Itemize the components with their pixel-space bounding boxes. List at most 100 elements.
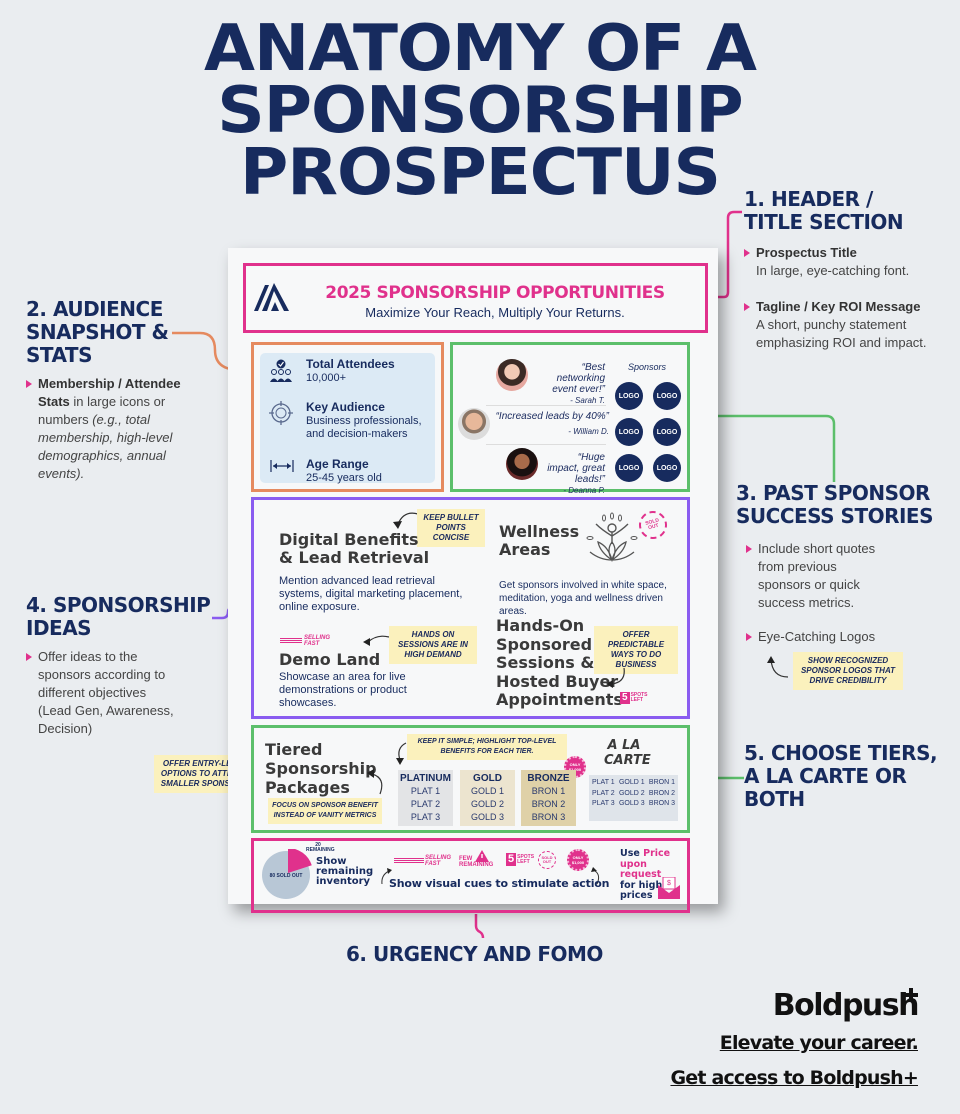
- range-arrow-icon: [270, 460, 294, 472]
- curved-arrow-icon: [363, 635, 390, 646]
- price-use: Use: [620, 848, 644, 859]
- alacarte-cell: GOLD 1: [618, 779, 645, 786]
- section-5-heading: 5. CHOOSE TIERS, A LA CARTE OR BOTH: [744, 741, 938, 811]
- section-2-heading-line1: 2. AUDIENCE: [26, 297, 163, 321]
- testimonial-quote: “Increased leads by 40%”: [495, 411, 609, 422]
- tier-item: BRON 2: [531, 799, 566, 809]
- tier-item: PLAT 2: [410, 799, 441, 809]
- idea-digital-title: Digital Benefits & Lead Retrieval: [279, 531, 429, 567]
- spots-left-badge: 5 SPOTS LEFT: [620, 692, 648, 704]
- price-badge: ONLY $1,000: [567, 849, 589, 871]
- section-4-bullet: Offer ideas to the sponsors according to…: [26, 648, 174, 738]
- bullet-text: emphasizing ROI and impact.: [756, 335, 927, 350]
- sponsor-logo: LOGO: [653, 382, 681, 410]
- stat-label: Key Audience: [306, 400, 385, 414]
- section-6-heading: 6. URGENCY AND FOMO: [346, 942, 603, 966]
- target-audience-icon: [269, 401, 293, 425]
- testimonial-avatar: [496, 359, 528, 391]
- bullet-text: A short, punchy statement: [756, 317, 907, 332]
- spots-number: 5: [506, 853, 517, 866]
- section-4-heading-line2: IDEAS: [26, 616, 92, 640]
- connector-urgency: [474, 914, 485, 939]
- plus-logo-icon: [904, 988, 918, 1002]
- alacarte-title-line: CARTE: [604, 753, 651, 768]
- pie-slice-remaining: [288, 849, 312, 873]
- boldpush-plus-link[interactable]: Get access to Boldpush+: [670, 1067, 918, 1089]
- idea-title-line: & Lead Retrieval: [279, 548, 430, 567]
- section-5-heading-line1: 5. CHOOSE TIERS,: [744, 741, 938, 765]
- inventory-text: Show remaining inventory: [316, 857, 373, 887]
- prospectus-title: 2025 SPONSORSHIP OPPORTUNITIES: [325, 283, 665, 303]
- attendees-icon: [270, 359, 292, 382]
- selling-fast-label: SELLING FAST: [304, 635, 331, 647]
- curved-arrow-icon: [381, 868, 392, 885]
- section-4-annotation: 4. SPONSORSHIP IDEAS Offer ideas to the …: [26, 594, 216, 738]
- divider: [486, 405, 606, 406]
- spots-left-badge: 5 SPOTS LEFT: [506, 853, 535, 866]
- stat-value: 10,000+: [306, 372, 347, 384]
- alacarte-title-line: A LA: [607, 738, 641, 753]
- tier-name: PLATINUM: [400, 773, 451, 784]
- section-1-bullet-1: Prospectus Title In large, eye-catching …: [744, 244, 927, 280]
- urgency-box: 80 SOLD OUT 20 REMAINING Show remaining …: [251, 838, 690, 913]
- section-3-bullet-2: Eye-Catching Logos: [746, 628, 936, 646]
- price-line: prices: [620, 890, 653, 901]
- bullet-bold: Stats: [38, 394, 70, 409]
- price-word: Price: [643, 848, 671, 859]
- elevate-career-link[interactable]: Elevate your career.: [719, 1032, 919, 1054]
- testimonial: “Best networking event ever!” - Sarah T.: [533, 362, 605, 406]
- idea-wellness-text: Get sponsors involved in white space, me…: [499, 580, 667, 617]
- price-line: for high: [620, 879, 663, 891]
- tier-item: GOLD 1: [470, 786, 504, 796]
- tiers-box: Tiered Sponsorship Packages FOCUS ON SPO…: [251, 725, 690, 833]
- section-1-heading: 1. HEADER / TITLE SECTION: [744, 188, 927, 234]
- section-5-heading-line3: BOTH: [744, 787, 805, 811]
- tier-column-gold: GOLD GOLD 1 GOLD 2 GOLD 3: [460, 770, 515, 826]
- curved-arrow-icon: [396, 742, 407, 765]
- inventory-pie-chart: [262, 849, 312, 899]
- tier-item: PLAT 3: [410, 812, 441, 822]
- tiers-title: Tiered Sponsorship Packages: [265, 740, 377, 797]
- idea-title-line: Areas: [499, 540, 551, 559]
- section-2-bullet: Membership / Attendee Stats in large ico…: [26, 375, 186, 483]
- pie-remaining-label: 20 REMAINING: [306, 842, 335, 853]
- boldpush-logo: Boldpush: [772, 988, 920, 1023]
- alacarte-cell: PLAT 2: [592, 789, 615, 797]
- testimonial-author: - Deanna P.: [563, 486, 605, 495]
- audience-stats-box: Total Attendees 10,000+ Key Audience Bus…: [251, 342, 444, 492]
- main-title-line-1: ANATOMY OF A: [203, 12, 757, 86]
- spots-label: SPOTS LEFT: [630, 692, 648, 703]
- alacarte-cell: BRON 2: [648, 789, 675, 797]
- stat-label: Total Attendees: [306, 357, 395, 371]
- testimonial: “Increased leads by 40%” - William D.: [489, 411, 609, 437]
- tier-item: BRON 3: [531, 812, 566, 822]
- alacarte-cell: GOLD 2: [618, 789, 645, 797]
- stat-value: Business professionals, and decision-mak…: [306, 415, 422, 440]
- bullet-bold: Membership / Attendee: [38, 376, 181, 391]
- note-keep-simple: KEEP IT SIMPLE; HIGHLIGHT TOP-LEVEL BENE…: [407, 734, 567, 760]
- section-3-heading-line2: SUCCESS STORIES: [736, 504, 934, 528]
- section-1-heading-line2: TITLE SECTION: [744, 210, 904, 234]
- section-2-heading: 2. AUDIENCE SNAPSHOT & STATS: [26, 298, 186, 367]
- idea-title-line: Sponsored: [496, 634, 593, 654]
- tier-item: PLAT 1: [410, 786, 441, 796]
- idea-digital-text: Mention advanced lead retrieval systems,…: [279, 575, 463, 613]
- idea-title-line: Hands-On: [496, 616, 585, 635]
- section-2-annotation: 2. AUDIENCE SNAPSHOT & STATS Membership …: [26, 298, 186, 483]
- cues-text: Show visual cues to stimulate action: [389, 877, 610, 890]
- sponsor-logo: LOGO: [653, 454, 681, 482]
- note-hands-on: HANDS ON SESSIONS ARE IN HIGH DEMAND: [389, 626, 477, 664]
- inventory-line: remaining: [316, 866, 374, 877]
- main-title-line-2: SPONSORSHIP: [217, 74, 743, 148]
- sold-out-stamp: SOLD OUT: [538, 851, 556, 869]
- tiers-title-line: Tiered: [265, 740, 323, 759]
- svg-text:$: $: [667, 880, 671, 887]
- few-remaining-label: FEW REMAINING: [459, 856, 494, 868]
- bullet-italic: (e.g., total membership, high-level demo…: [38, 412, 173, 481]
- idea-title-line: Digital Benefits: [279, 530, 419, 549]
- idea-title-line: Appointments: [496, 690, 623, 709]
- idea-title-line: Sessions &: [496, 653, 595, 672]
- tier-column-bronze: BRONZE BRON 1 BRON 2 BRON 3: [521, 770, 576, 826]
- tier-item: GOLD 3: [470, 812, 504, 822]
